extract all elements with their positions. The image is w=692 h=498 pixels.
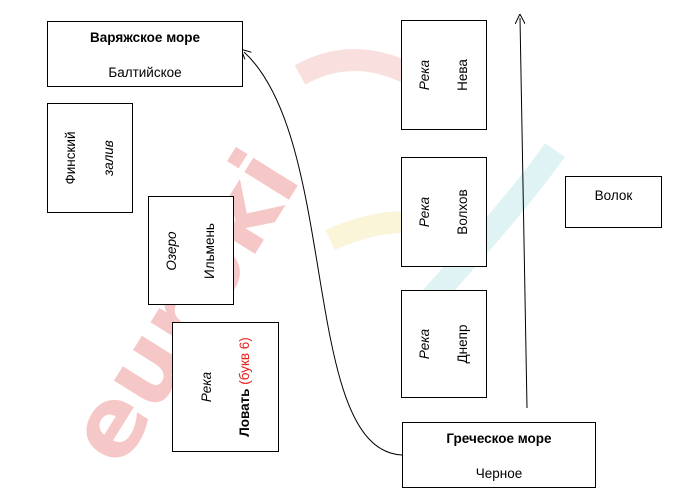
river-lovat-name: Ловать: [236, 388, 252, 437]
river-lovat-line1: Река: [198, 371, 214, 403]
river-volkhov-box: Река Волхов: [401, 157, 487, 267]
lake-ilmen-label: Озеро Ильмень: [153, 223, 229, 279]
varangian-sea-title: Варяжское море: [90, 30, 200, 45]
river-volkhov-line2: Волхов: [455, 189, 470, 235]
finnish-gulf-box: Финский залив: [47, 103, 133, 213]
river-lovat-box: Река Ловать (букв 6): [172, 322, 279, 452]
river-lovat-label: Река Ловать (букв 6): [188, 337, 264, 437]
river-neva-line1: Река: [417, 59, 432, 91]
lake-ilmen-line1: Озеро: [164, 230, 179, 271]
river-dnepr-label: Река Днепр: [406, 325, 482, 364]
route-vertical-arrow: [520, 18, 528, 409]
volok-box: Волок: [565, 176, 662, 228]
river-volkhov-label: Река Волхов: [406, 189, 482, 234]
greek-sea-box: Греческое море Черное: [402, 422, 596, 488]
greek-sea-title: Греческое море: [446, 431, 552, 446]
river-lovat-line2: Ловать (букв 6): [226, 337, 264, 437]
river-dnepr-box: Река Днепр: [401, 290, 487, 398]
finnish-gulf-label: Финский залив: [52, 132, 128, 185]
lake-ilmen-box: Озеро Ильмень: [148, 196, 234, 305]
greek-sea-subtitle: Черное: [475, 466, 523, 481]
river-neva-line2: Нева: [455, 59, 470, 91]
river-volkhov-line1: Река: [417, 196, 432, 228]
finnish-gulf-line1: Финский: [63, 131, 78, 185]
river-dnepr-line2: Днепр: [455, 324, 470, 364]
finnish-gulf-line2: залив: [101, 140, 116, 176]
river-neva-box: Река Нева: [401, 20, 487, 130]
varangian-sea-subtitle: Балтийское: [108, 65, 182, 80]
river-neva-label: Река Нева: [406, 59, 482, 91]
river-lovat-hint: (букв 6): [236, 337, 252, 385]
route-curve-arrow: [244, 52, 403, 456]
volok-label: Волок: [594, 188, 633, 203]
varangian-sea-box: Варяжское море Балтийское: [47, 21, 243, 87]
river-dnepr-line1: Река: [417, 328, 432, 360]
lake-ilmen-line2: Ильмень: [202, 222, 217, 279]
